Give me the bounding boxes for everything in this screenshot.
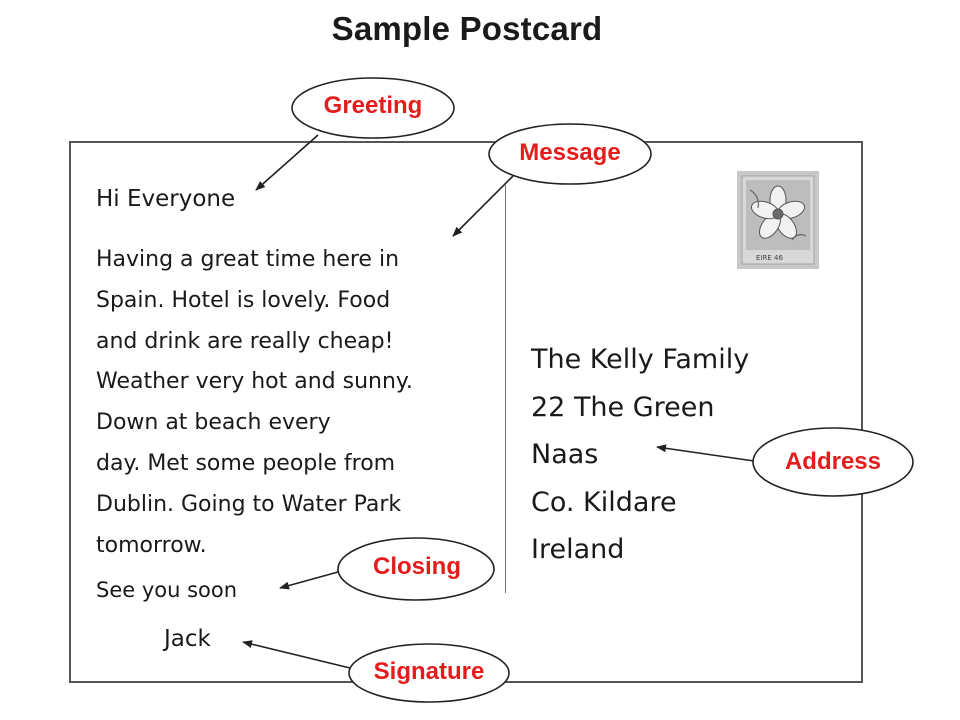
closing-arrow [279,571,339,590]
postcard-closing: See you soon [96,578,238,602]
address-line: 22 The Green [531,391,715,423]
greeting-arrow [255,134,319,191]
message-line: day. Met some people from [96,450,396,476]
signature-callout-label: Signature [373,658,485,685]
message-line: Dublin. Going to Water Park [96,491,402,517]
message-line: Spain. Hotel is lovely. Food [96,287,391,313]
stamp-text: EIRE 46 [756,254,783,262]
signature-arrow [242,640,351,669]
postcard-signature: Jack [164,626,211,652]
address-line: Naas [531,439,599,470]
flower-stamp-icon: EIRE 46 [737,171,819,269]
address-callout [752,427,914,497]
address-line: Co. Kildare [531,486,677,518]
message-arrow [452,175,514,237]
signature-callout [348,643,510,703]
address-callout-label: Address [784,448,882,475]
message-line: tomorrow. [96,532,207,558]
address-line: Ireland [531,534,625,565]
postcard-greeting: Hi Everyone [96,186,236,212]
message-callout-label: Message [519,139,621,166]
page-title: Sample Postcard [331,10,603,47]
greeting-callout [291,77,455,139]
postcard-message: Having a great time here in Spain. Hotel… [96,240,413,566]
address-arrow [656,444,755,462]
closing-callout [337,537,495,601]
message-callout [488,123,652,185]
message-line: Having a great time here in [96,247,400,272]
message-line: Weather very hot and sunny. [96,369,413,395]
postcard-address: The Kelly Family 22 The Green Naas Co. K… [531,336,749,574]
message-line: and drink are really cheap! [96,328,394,354]
greeting-callout-label: Greeting [323,92,423,119]
message-line: Down at beach every [96,410,331,436]
postcard-divider [505,185,506,593]
address-line: The Kelly Family [531,344,750,375]
closing-callout-label: Closing [373,553,461,580]
